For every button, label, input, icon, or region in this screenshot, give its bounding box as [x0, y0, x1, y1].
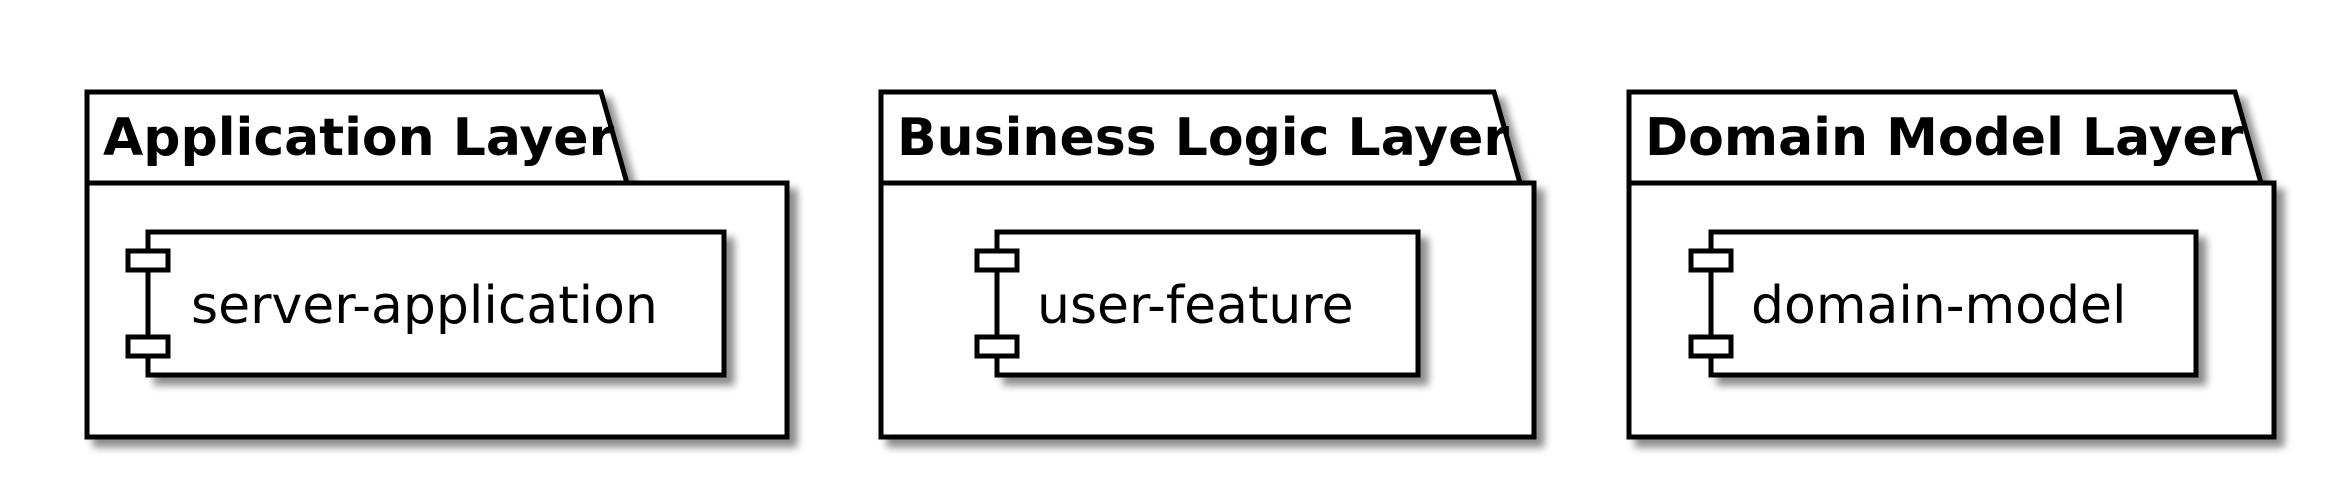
- component-port-icon: [974, 334, 1020, 359]
- package-domain-model-layer: Domain Model Layer domain-model: [1626, 89, 2277, 440]
- package-application-layer: Application Layer server-application: [84, 89, 790, 440]
- package-title: Domain Model Layer: [1645, 108, 2244, 168]
- component-box: [145, 229, 727, 378]
- component-label: server-application: [191, 276, 658, 336]
- component-label: domain-model: [1751, 276, 2126, 336]
- component-port-icon: [125, 248, 171, 273]
- component-port-icon: [974, 248, 1020, 273]
- component-user-feature: user-feature: [974, 229, 1421, 378]
- package-title: Business Logic Layer: [897, 108, 1509, 168]
- component-port-icon: [1688, 334, 1734, 359]
- component-box: [994, 229, 1421, 378]
- component-label: user-feature: [1037, 276, 1354, 336]
- component-domain-model: domain-model: [1688, 229, 2199, 378]
- package-title: Application Layer: [103, 108, 615, 168]
- package-business-logic-layer: Business Logic Layer user-feature: [878, 89, 1537, 440]
- component-box: [1708, 229, 2199, 378]
- component-port-icon: [125, 334, 171, 359]
- component-server-application: server-application: [125, 229, 727, 378]
- component-port-icon: [1688, 248, 1734, 273]
